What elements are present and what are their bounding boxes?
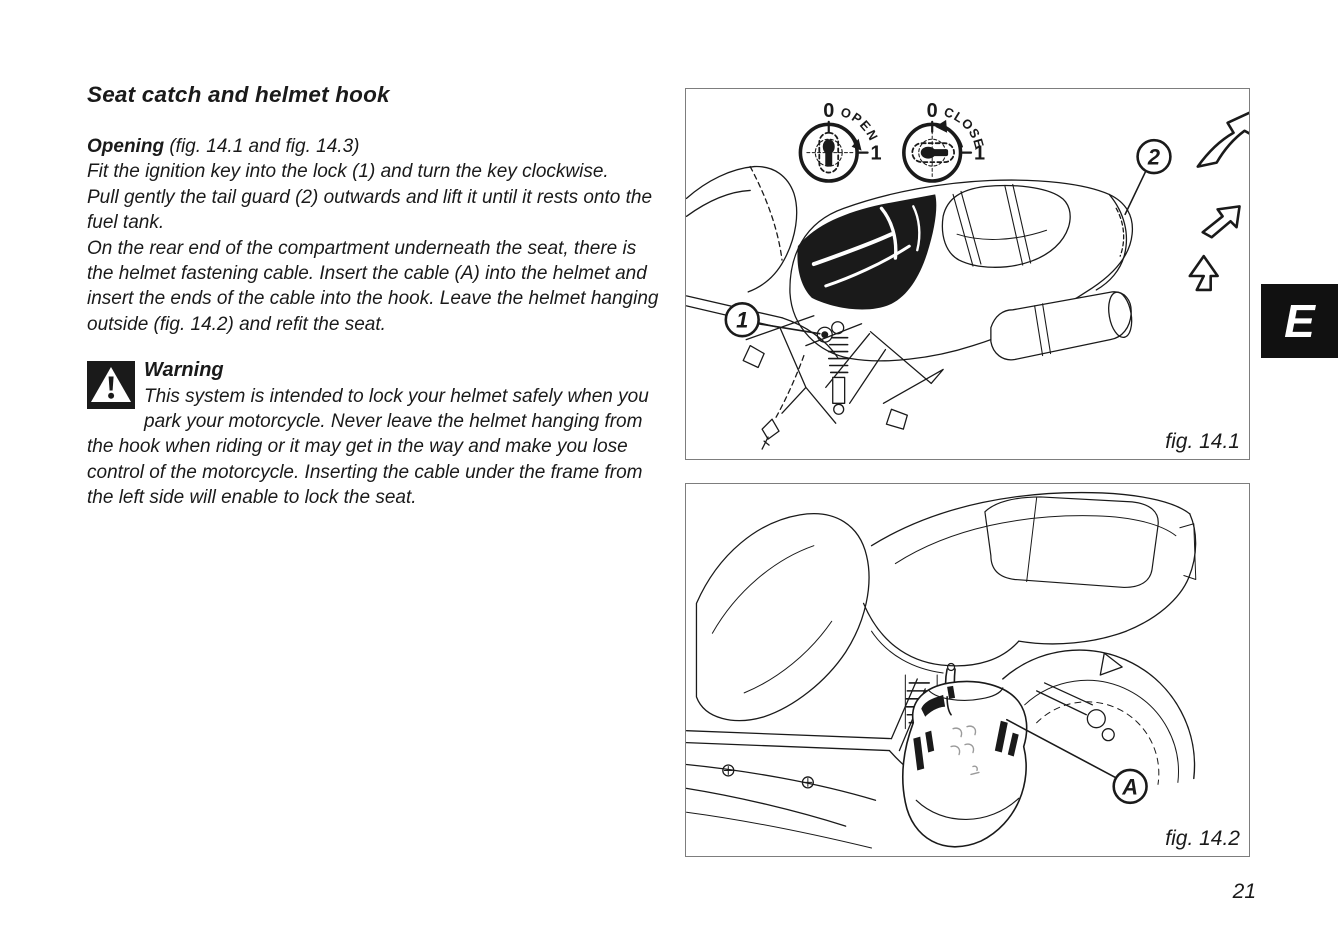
warning-triangle-icon xyxy=(87,361,135,410)
svg-text:OPEN: OPEN xyxy=(839,104,882,144)
helmet-drawing xyxy=(901,680,1028,848)
warning-title: Warning xyxy=(144,359,224,382)
warning-section: Warning This system is intended to lock … xyxy=(87,358,665,510)
opening-label: Opening xyxy=(87,136,165,157)
callout-tail-guard: 2 xyxy=(1124,138,1172,216)
dial-close-zero: 0 xyxy=(927,100,938,122)
motorcycle-side-view xyxy=(686,491,1197,849)
figure-14-2-caption: fig. 14.2 xyxy=(1165,827,1240,850)
page-title: Seat catch and helmet hook xyxy=(87,82,390,107)
opening-section: Opening (fig. 14.1 and fig. 14.3) Fit th… xyxy=(87,134,665,337)
lift-arrows-icon xyxy=(1188,111,1249,292)
callout-2-label: 2 xyxy=(1147,145,1160,170)
dial-open-label: OPEN xyxy=(839,104,880,144)
dial-open-one: 1 xyxy=(871,143,882,165)
ignition-dial-open: OPEN 0 1 xyxy=(798,100,882,183)
section-tab: E xyxy=(1261,284,1338,358)
paragraph: Fit the ignition key into the lock (1) a… xyxy=(87,161,609,183)
callout-lock: 1 xyxy=(724,302,821,338)
opening-line: Opening (fig. 14.1 and fig. 14.3) xyxy=(87,134,665,159)
warning-body: This system is intended to lock your hel… xyxy=(87,385,649,509)
figure-14-2: A fig. 14.2 xyxy=(685,483,1250,857)
callout-a-label: A xyxy=(1121,774,1138,799)
paragraph: Pull gently the tail guard (2) outwards … xyxy=(87,186,653,234)
section-tab-letter: E xyxy=(1284,295,1315,347)
motorcycle-rear-view xyxy=(686,165,1134,450)
dial-close-one: 1 xyxy=(974,143,985,165)
helmet-hook-drawing: A xyxy=(686,491,1197,849)
paragraph: On the rear end of the compartment under… xyxy=(87,237,659,335)
dial-open-zero: 0 xyxy=(823,100,834,122)
figure-14-1: OPEN 0 1 xyxy=(685,88,1250,460)
callout-cable: A xyxy=(1005,718,1148,805)
opening-ref: (fig. 14.1 and fig. 14.3) xyxy=(164,136,360,157)
callout-1-label: 1 xyxy=(736,308,748,333)
text-column: Seat catch and helmet hook Opening (fig.… xyxy=(87,82,665,511)
figure-14-1-caption: fig. 14.1 xyxy=(1165,430,1240,453)
ignition-dial-close: CLOSE 0 1 xyxy=(902,100,986,183)
page-number: 21 xyxy=(1232,880,1256,903)
motorcycle-seat-opening-drawing: OPEN 0 1 xyxy=(686,100,1249,450)
